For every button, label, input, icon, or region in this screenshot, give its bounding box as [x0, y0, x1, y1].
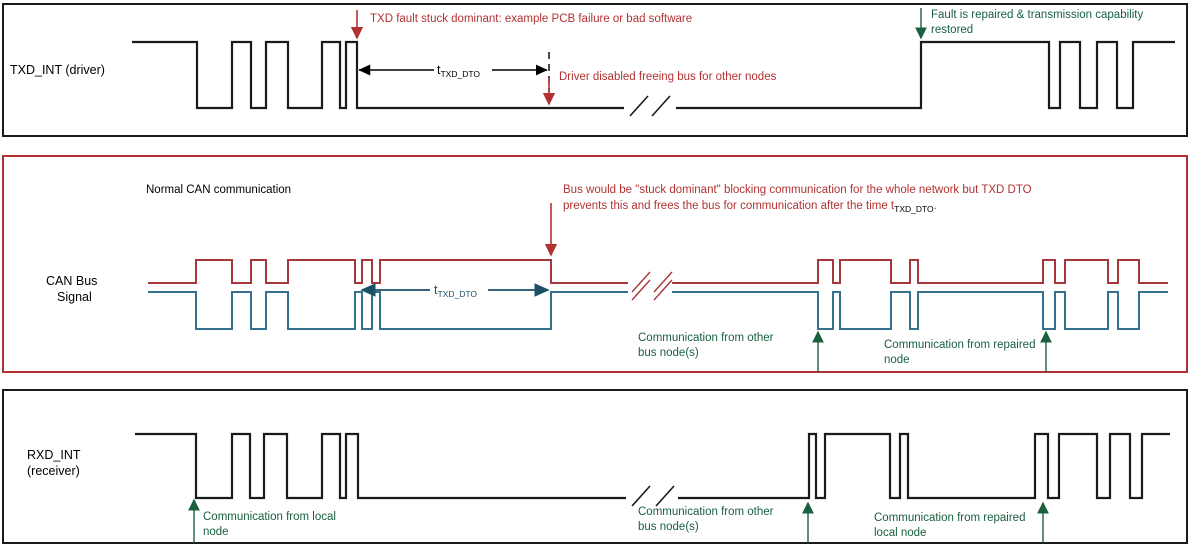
txd-dto-label: tTXD_DTO	[437, 63, 480, 79]
canh-waveform-right	[672, 259, 1168, 284]
txd-waveform-left	[132, 40, 624, 110]
annotation-stuck-dominant-l1: Bus would be "stuck dominant" blocking c…	[563, 184, 1032, 196]
rxd-break-symbol	[631, 485, 675, 507]
panel-canbus: CAN Bus Signal Normal CAN communication …	[2, 155, 1188, 373]
canl-waveform-right	[672, 291, 1168, 330]
panel-txd-border	[2, 3, 1188, 137]
canl-waveform-left	[148, 291, 628, 330]
panel-rxd-border	[2, 389, 1188, 544]
canbus-break-symbol	[631, 271, 673, 301]
canbus-dto-label: tTXD_DTO	[434, 283, 477, 299]
rxd-waveform-left	[135, 432, 626, 500]
panel-canbus-border	[2, 155, 1188, 373]
annotation-normal-can-communication: Normal CAN communication	[146, 184, 291, 196]
annotation-comm-local-l2: node	[203, 526, 229, 538]
rxd-waveform-right	[678, 432, 1170, 500]
annotation-comm-repaired-l2: node	[884, 354, 910, 366]
panel-txd: TXD_INT (driver) TXD fault stuck dominan…	[2, 3, 1188, 137]
annotation-driver-disabled: Driver disabled freeing bus for other no…	[559, 71, 777, 83]
panel-rxd: RXD_INT (receiver) Communication from lo…	[2, 389, 1188, 544]
annotation-rxd-comm-repaired-l1: Communication from repaired	[874, 512, 1025, 524]
canh-waveform-left	[148, 259, 628, 284]
annotation-fault-start: TXD fault stuck dominant: example PCB fa…	[370, 13, 692, 25]
annotation-stuck-dominant-l2: prevents this and frees the bus for comm…	[563, 200, 937, 214]
txd-waveform-right	[676, 40, 1175, 110]
panel-canbus-label-l1: CAN Bus	[46, 274, 97, 288]
panel-canbus-label-l2: Signal	[57, 290, 92, 304]
annotation-comm-repaired-l1: Communication from repaired	[884, 339, 1035, 351]
annotation-fault-repaired-l1: Fault is repaired & transmission capabil…	[931, 9, 1143, 21]
panel-txd-label: TXD_INT (driver)	[10, 63, 105, 77]
annotation-rxd-comm-other-l1: Communication from other	[638, 506, 774, 518]
panel-rxd-label-l1: RXD_INT	[27, 448, 81, 462]
txd-break-symbol	[629, 95, 671, 117]
annotation-comm-other-l1: Communication from other	[638, 332, 774, 344]
annotation-rxd-comm-repaired-l2: local node	[874, 527, 926, 539]
annotation-fault-repaired-l2: restored	[931, 24, 973, 36]
annotation-comm-other-l2: bus node(s)	[638, 347, 699, 359]
annotation-rxd-comm-other-l2: bus node(s)	[638, 521, 699, 533]
annotation-comm-local-l1: Communication from local	[203, 511, 336, 523]
panel-rxd-label-l2: (receiver)	[27, 464, 80, 478]
